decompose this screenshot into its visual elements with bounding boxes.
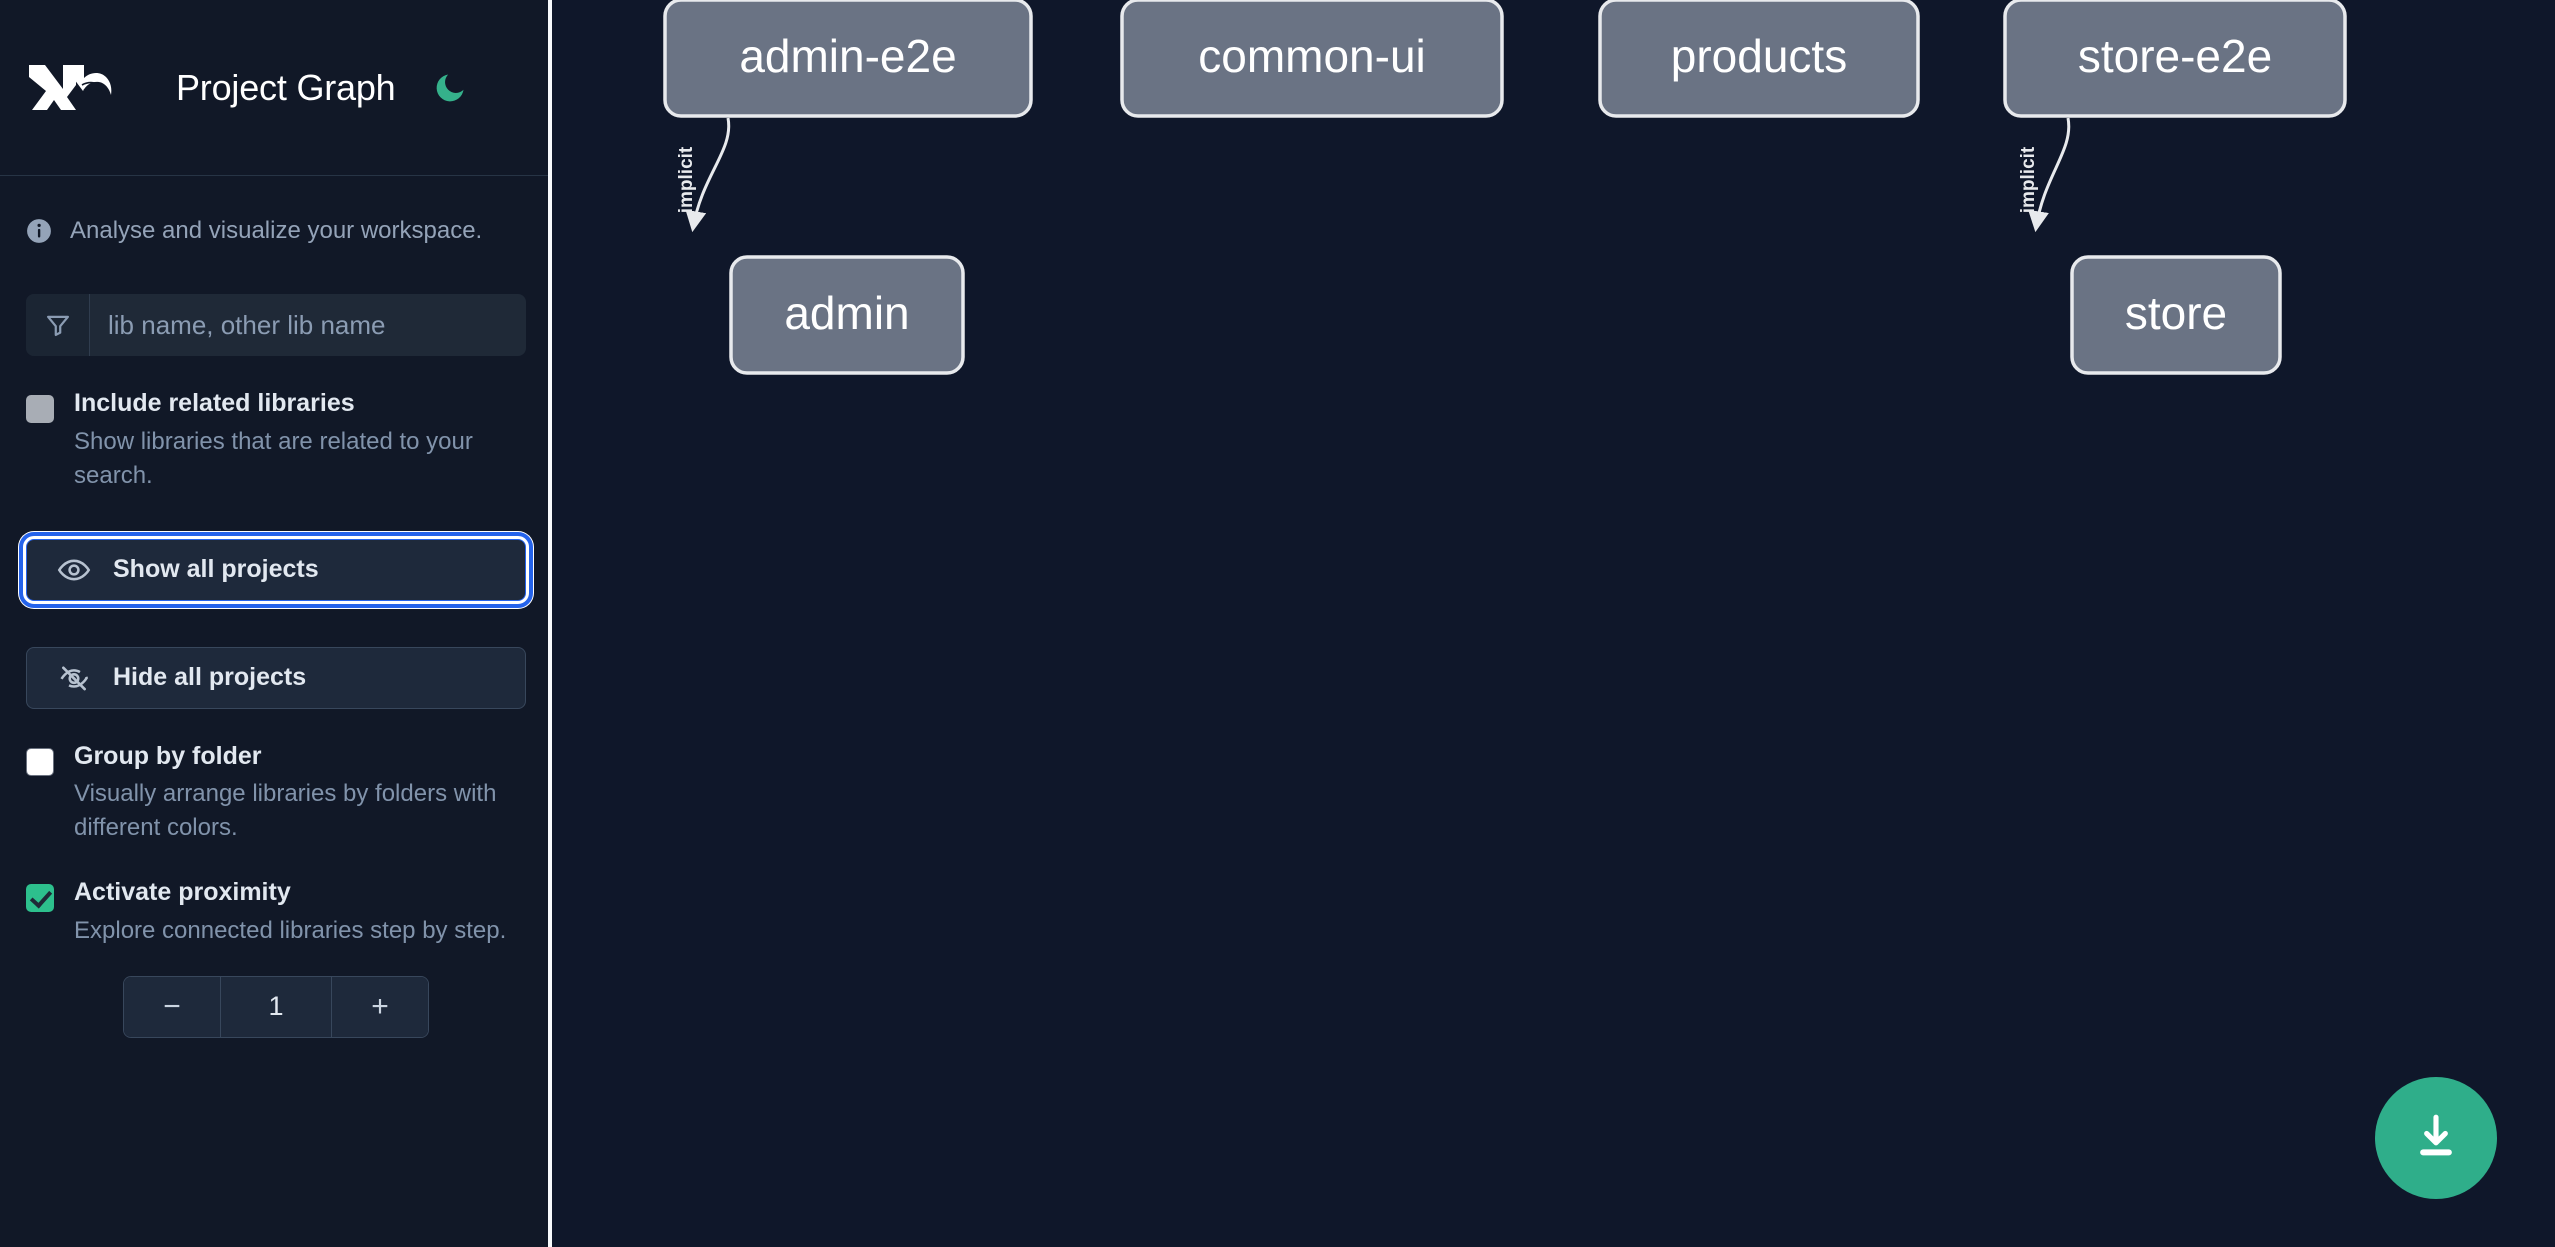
tagline-text: Analyse and visualize your workspace. <box>70 217 483 244</box>
sidebar: Project Graph Analyse and visualize your… <box>0 0 552 1247</box>
option-description: Visually arrange libraries by folders wi… <box>74 780 497 842</box>
nx-logo <box>26 59 114 117</box>
graph-edges: implicit implicit <box>676 117 2071 233</box>
option-description: Explore connected libraries step by step… <box>74 916 507 944</box>
page-title: Project Graph <box>176 66 396 108</box>
checkbox-group-by-folder[interactable] <box>26 747 54 776</box>
sidebar-body: Include related libraries Show libraries… <box>0 294 552 1038</box>
sidebar-header: Project Graph <box>0 0 552 176</box>
show-all-projects-label: Show all projects <box>113 555 319 584</box>
edge-path <box>2028 117 2071 233</box>
show-all-projects-button[interactable]: Show all projects <box>19 531 533 608</box>
graph-node-label: admin <box>784 287 909 339</box>
show-all-projects-wrap: Show all projects <box>19 531 533 609</box>
graph-node-admin[interactable]: admin <box>729 255 965 375</box>
hide-all-projects-label: Hide all projects <box>113 663 307 692</box>
graph-node-products[interactable]: products <box>1598 0 1920 118</box>
funnel-icon <box>26 294 90 356</box>
graph-node-store-e2e[interactable]: store-e2e <box>2003 0 2347 118</box>
option-label: Activate proximity <box>74 878 291 907</box>
graph-node-label: admin-e2e <box>739 30 956 82</box>
hide-all-projects-button[interactable]: Hide all projects <box>26 646 526 709</box>
option-label: Group by folder <box>74 741 262 770</box>
search-filter-row[interactable] <box>26 294 526 356</box>
edge-path <box>685 117 731 233</box>
graph-node-label: common-ui <box>1198 30 1426 82</box>
graph-nodes: admin-e2e common-ui products store-e2e a… <box>663 0 2347 375</box>
option-description: Show libraries that are related to your … <box>74 427 473 489</box>
graph-node-store[interactable]: store <box>2070 255 2282 375</box>
proximity-increment-button[interactable]: + <box>332 976 428 1037</box>
option-label: Include related libraries <box>74 389 355 417</box>
checkbox-include-related-libraries[interactable] <box>26 395 54 423</box>
option-group-by-folder[interactable]: Group by folder Visually arrange librari… <box>26 741 526 846</box>
search-input[interactable] <box>90 294 526 356</box>
graph-node-label: products <box>1671 30 1847 82</box>
hide-all-projects-wrap: Hide all projects <box>26 646 526 709</box>
info-icon <box>26 218 52 244</box>
edge-admin-e2e-admin[interactable]: implicit <box>676 117 731 233</box>
proximity-stepper-wrap: − 1 + <box>26 975 526 1038</box>
graph-node-label: store <box>2125 287 2227 339</box>
download-button[interactable] <box>2375 1077 2497 1199</box>
graph-canvas[interactable]: implicit implicit admin-e2e common-ui <box>552 0 2555 1247</box>
proximity-decrement-button[interactable]: − <box>124 976 220 1037</box>
project-graph-svg: implicit implicit admin-e2e common-ui <box>663 0 2347 375</box>
eye-off-icon <box>57 661 91 695</box>
download-icon <box>2408 1109 2464 1168</box>
tagline-row: Analyse and visualize your workspace. <box>0 176 552 286</box>
proximity-stepper: − 1 + <box>123 975 429 1038</box>
eye-icon <box>57 553 91 587</box>
proximity-value: 1 <box>220 976 332 1037</box>
checkbox-activate-proximity[interactable] <box>26 884 54 913</box>
edge-label: implicit <box>676 146 697 213</box>
graph-node-common-ui[interactable]: common-ui <box>1120 0 1504 118</box>
graph-node-admin-e2e[interactable]: admin-e2e <box>663 0 1033 118</box>
moon-icon[interactable] <box>428 66 472 110</box>
option-activate-proximity[interactable]: Activate proximity Explore connected lib… <box>26 879 526 948</box>
graph-node-label: store-e2e <box>2078 30 2272 82</box>
edge-store-e2e-store[interactable]: implicit <box>2018 117 2071 233</box>
option-include-related-libraries[interactable]: Include related libraries Show libraries… <box>26 389 526 493</box>
edge-label: implicit <box>2018 146 2039 213</box>
sidebar-scrollbar[interactable] <box>548 0 552 1247</box>
